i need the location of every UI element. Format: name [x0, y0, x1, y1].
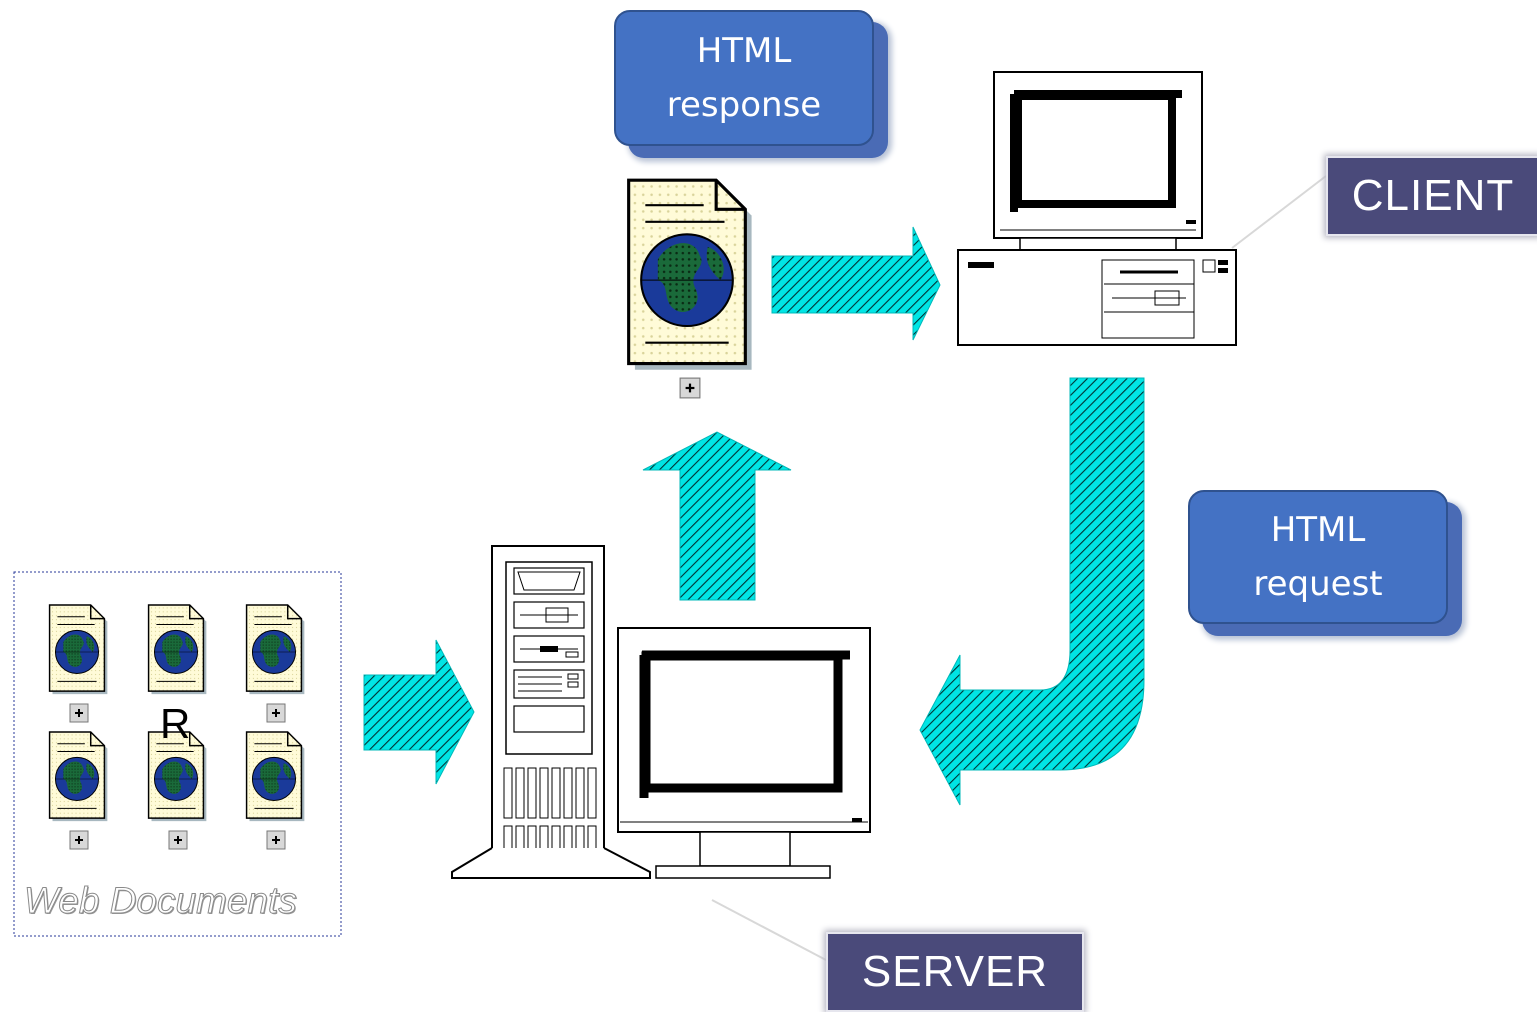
client-computer-icon	[957, 71, 1237, 346]
expand-icon	[69, 830, 89, 850]
expand-icon	[266, 703, 286, 723]
expand-icon	[168, 830, 188, 850]
globe-document-icon	[48, 731, 108, 822]
html-response-line-1: HTML	[696, 30, 792, 71]
html-request-bubble: HTML request	[1188, 490, 1448, 624]
response-document	[627, 178, 752, 399]
arrow-client-to-server	[919, 377, 1145, 806]
r-marker: R	[160, 700, 191, 747]
expand-icon	[69, 703, 89, 723]
html-response-line-2: response	[666, 85, 822, 125]
web-documents-label: Web Documents	[24, 880, 298, 922]
server-label: SERVER	[826, 932, 1084, 1012]
globe-document-icon	[627, 178, 752, 372]
client-label: CLIENT	[1326, 156, 1537, 236]
arrow-response-to-client	[771, 226, 941, 341]
globe-document-icon	[245, 604, 305, 695]
web-documents-frame	[13, 571, 342, 937]
server-computer-icon	[451, 545, 871, 879]
globe-document-icon	[147, 604, 207, 695]
html-response-bubble: HTML response	[614, 10, 874, 146]
expand-icon	[266, 830, 286, 850]
globe-document-icon	[48, 604, 108, 695]
html-request-line-1: HTML	[1270, 509, 1366, 550]
arrow-docs-to-server	[363, 639, 475, 785]
expand-icon	[679, 377, 701, 399]
client-callout-line	[1231, 175, 1327, 249]
arrow-server-to-response	[642, 431, 792, 601]
globe-document-icon	[245, 731, 305, 822]
html-request-line-2: request	[1253, 564, 1383, 604]
server-callout-line	[711, 899, 827, 961]
